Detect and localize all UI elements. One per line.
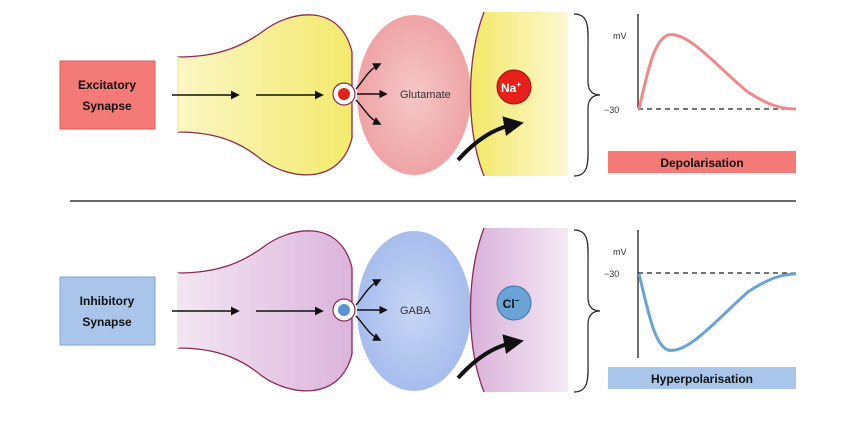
inhibitory-brace <box>573 229 601 393</box>
graph-tick-label: −30 <box>604 105 619 115</box>
depolarisation-bar <box>608 151 796 173</box>
excitatory-vesicle <box>338 88 350 100</box>
release-arrow <box>355 315 382 341</box>
chloride-ion-label: Cl− <box>503 296 520 311</box>
excitatory-label-box <box>59 60 156 130</box>
excitatory-label-line1: Excitatory <box>78 78 136 92</box>
depolarisation-trace <box>637 33 797 111</box>
inhibitory-label-line1: Inhibitory <box>80 294 135 308</box>
inhibitory-neurotransmitter: GABA <box>400 305 431 317</box>
hyperpolarisation-graph: mV −30 <box>604 230 797 358</box>
inhibitory-label-line2: Synapse <box>82 315 132 329</box>
sodium-ion-label: Na+ <box>501 80 521 95</box>
excitatory-neurotransmitter: Glutamate <box>400 89 451 101</box>
graph-unit-label: mV <box>613 31 627 41</box>
graph-tick-label: −30 <box>604 269 619 279</box>
hyperpolarisation-label: Hyperpolarisation <box>651 372 753 386</box>
excitatory-row: Excitatory Synapse Glutamate Na+ m <box>59 11 797 177</box>
inhibitory-row: Inhibitory Synapse GABA Cl− mV −30 Hyper… <box>59 227 797 393</box>
depolarisation-label: Depolarisation <box>660 156 743 170</box>
excitatory-brace <box>573 13 601 177</box>
chloride-ion <box>496 285 532 321</box>
release-arrow <box>355 279 382 306</box>
inhibitory-vesicle <box>338 304 350 316</box>
excitatory-label-line2: Synapse <box>82 99 132 113</box>
depolarisation-graph: mV −30 <box>604 14 797 115</box>
inhibitory-label-box <box>59 276 156 346</box>
hyperpolarisation-trace <box>637 272 797 352</box>
release-arrow <box>355 63 382 90</box>
graph-unit-label: mV <box>613 247 627 257</box>
inhibitory-influx-arrow <box>456 334 524 380</box>
sodium-ion <box>496 69 532 105</box>
hyperpolarisation-bar <box>608 367 796 389</box>
inhibitory-synaptic-cleft <box>357 231 471 391</box>
excitatory-influx-arrow <box>456 116 524 162</box>
excitatory-synaptic-cleft <box>357 15 471 175</box>
release-arrow <box>355 99 382 125</box>
